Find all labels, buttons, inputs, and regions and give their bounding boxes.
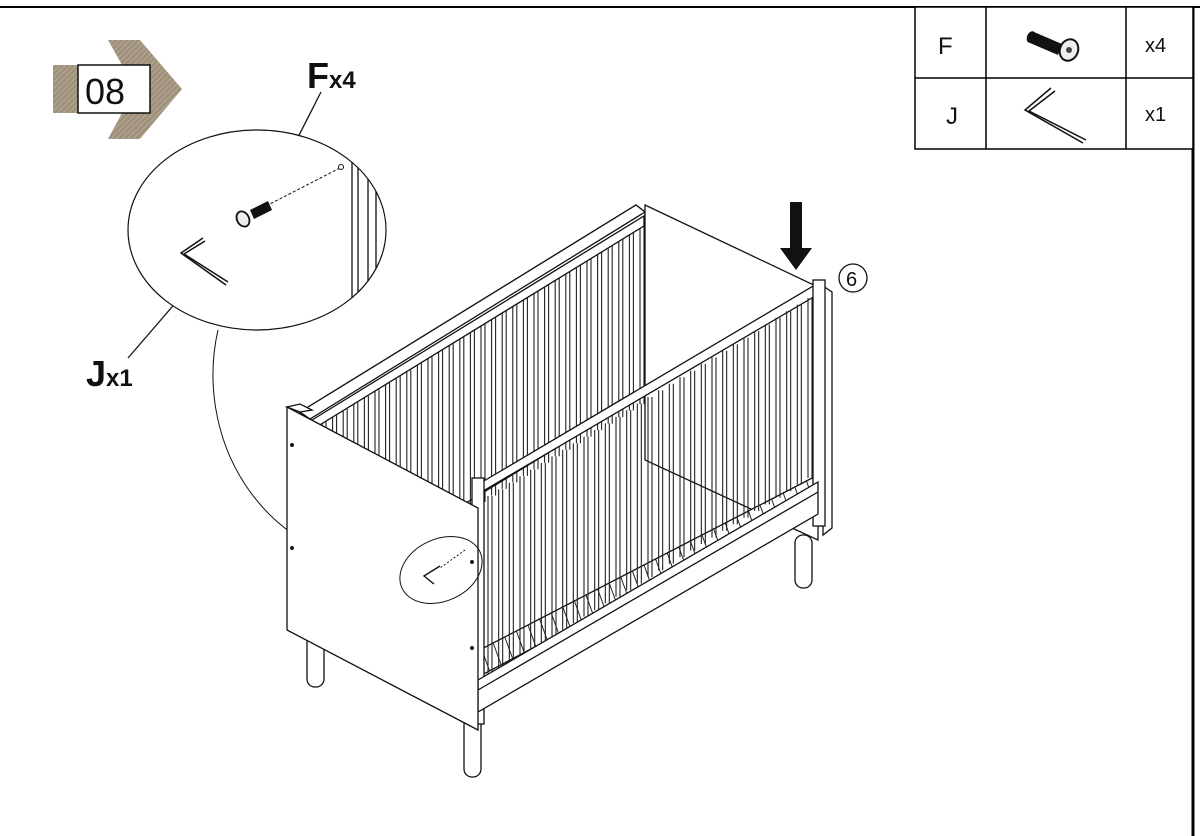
allen-key-icon [1023,87,1087,144]
part-qty-j: x1 [1145,104,1166,126]
insert-direction: 6 [780,202,868,293]
step-number-box [77,64,151,114]
small-detail [399,536,483,604]
bolt-callout-letter: F [307,55,329,96]
crib-drawing [284,203,833,778]
zoom-detail [127,129,387,331]
base-slat-line [492,642,502,666]
svg-text:Fx4: Fx4 [307,55,356,96]
bolt-callout-qty: x4 [329,67,356,94]
part-qty-f: x4 [1145,35,1166,57]
parts-table: F x4 J x1 [914,6,1194,150]
panel-number: 6 [846,269,857,291]
panel-number-circle [838,263,868,293]
key-callout-qty: x1 [106,365,133,392]
step-marker: 08 [53,40,182,139]
down-arrow-icon [780,202,812,270]
zoom-bolt-icon [235,201,272,228]
front-slats [487,298,813,676]
step-number: 08 [85,71,125,112]
part-letter-f: F [938,33,953,60]
key-callout: Jx1 [86,277,198,394]
part-letter-j: J [946,103,958,130]
bolt-icon [1026,31,1080,62]
key-callout-letter: J [86,353,106,394]
zoom-allen-key-icon [179,237,229,286]
svg-text:Jx1: Jx1 [86,353,133,394]
